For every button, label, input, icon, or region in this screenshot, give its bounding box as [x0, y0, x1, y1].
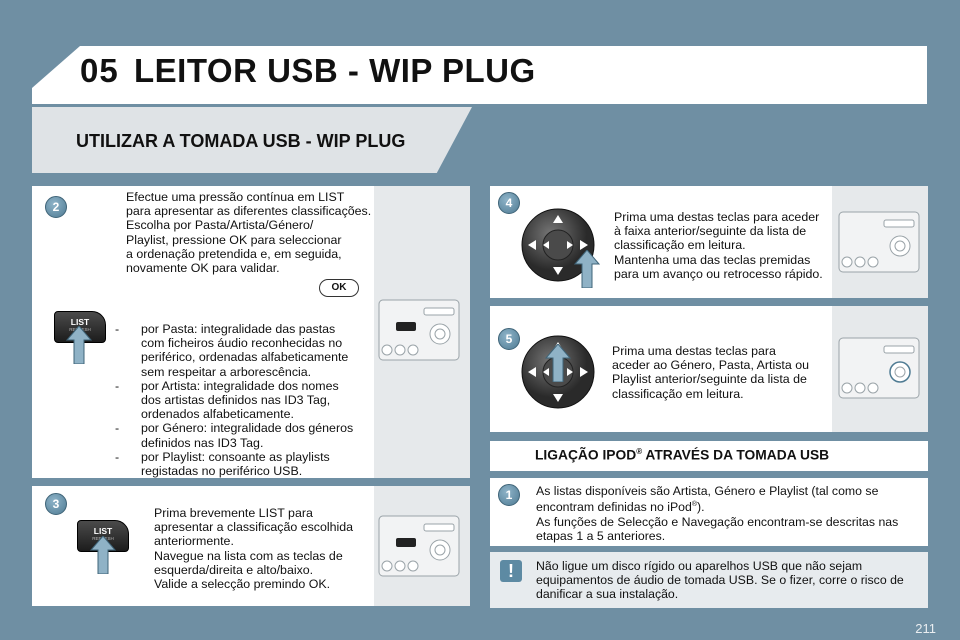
step3-badge: 3 — [45, 493, 67, 515]
step2-intro: Efectue uma pressão contínua em LIST par… — [126, 190, 372, 276]
chapter-number: 05 — [80, 52, 119, 89]
warning-panel — [490, 552, 928, 608]
ipod-step-badge: 1 — [498, 484, 520, 506]
ipod-panel — [490, 478, 928, 546]
press-arrow-icon — [574, 250, 600, 288]
section-band — [32, 107, 472, 173]
ipod-title-band — [490, 441, 928, 471]
ipod-text: As listas disponíveis são Artista, Géner… — [536, 484, 899, 543]
step4-text: Prima uma destas teclas para aceder à fa… — [614, 210, 823, 281]
bullet-genre: - por Género: integralidade dos géneros … — [115, 421, 354, 450]
press-arrow-icon — [545, 344, 571, 382]
bullet-artist: - por Artista: integralidade dos nomes d… — [115, 378, 339, 422]
section-title: UTILIZAR A TOMADA USB - WIP PLUG — [76, 131, 406, 151]
ipod-section-title: LIGAÇÃO IPOD® ATRAVÉS DA TOMADA USB — [535, 447, 830, 463]
step3-text: Prima brevemente LIST para apresentar a … — [154, 506, 354, 592]
radio-unit-illustration — [378, 299, 460, 361]
warning-text: Não ligue um disco rígido ou aparelhos U… — [536, 559, 904, 602]
warning-icon: ! — [500, 560, 522, 582]
step5-badge: 5 — [498, 328, 520, 350]
bullet-playlist: - por Playlist: consoante as playlists r… — [115, 449, 330, 479]
title-band — [32, 46, 927, 104]
page-number: 211 — [915, 621, 936, 636]
step4-badge: 4 — [498, 192, 520, 214]
bullet-folder: - por Pasta: integralidade das pastas co… — [115, 322, 349, 379]
ok-button[interactable]: OK — [319, 279, 359, 297]
radio-unit-illustration — [838, 211, 920, 273]
radio-unit-illustration — [378, 515, 460, 577]
press-arrow-icon — [66, 326, 92, 364]
step2-bullets: - por Pasta: integralidade das pastas co… — [115, 322, 365, 478]
press-arrow-icon — [90, 536, 116, 574]
step2-badge: 2 — [45, 196, 67, 218]
radio-unit-illustration — [838, 337, 920, 399]
chapter-title: LEITOR USB - WIP PLUG — [134, 52, 536, 89]
step5-text: Prima uma destas teclas para aceder ao G… — [612, 344, 809, 401]
